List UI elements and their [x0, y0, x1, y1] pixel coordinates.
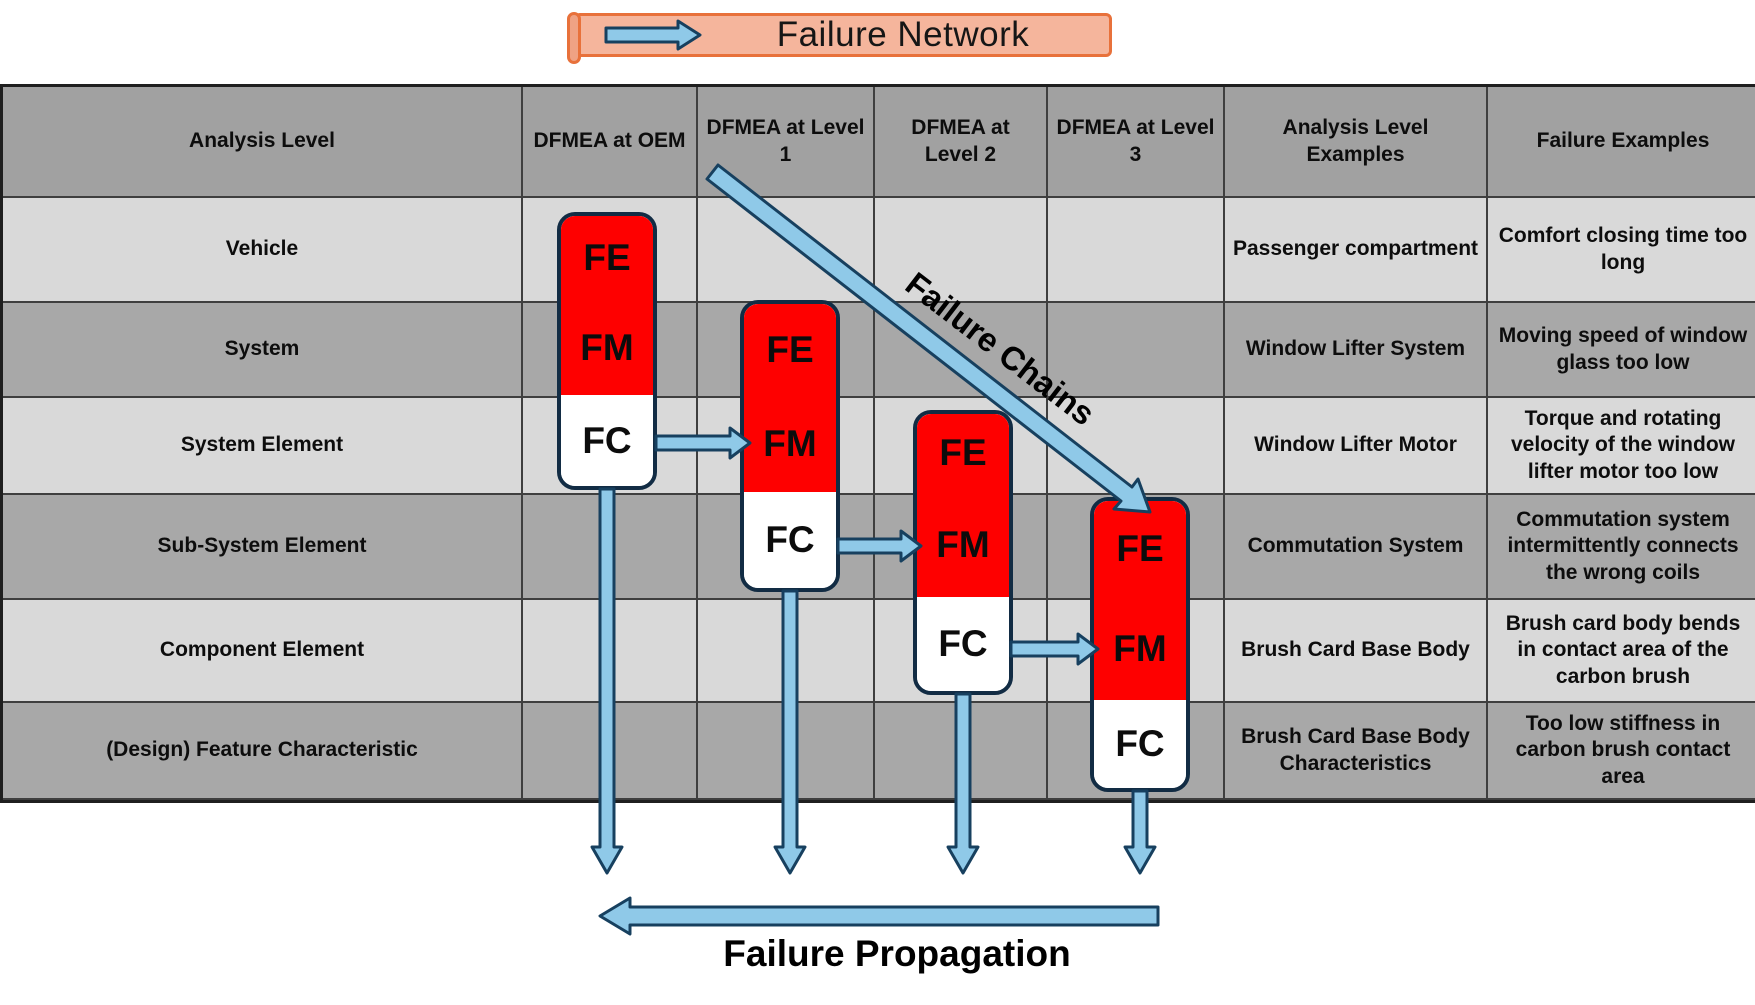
row-example: Brush Card Base Body Characteristics: [1225, 703, 1488, 800]
failure-chain-pill-level-2: FE FM FC: [913, 410, 1013, 695]
failure-chain-pill-oem: FE FM FC: [557, 212, 657, 490]
table-cell-empty: [698, 703, 875, 800]
banner-title: Failure Network: [776, 15, 1030, 54]
row-failure: Commutation system intermittently connec…: [1488, 495, 1755, 600]
failure-propagation-label: Failure Propagation: [723, 933, 1071, 974]
fc-label: FC: [765, 519, 815, 560]
scroll-tab: [567, 12, 581, 64]
fm-label: FM: [936, 523, 990, 565]
row-failure: Torque and rotating velocity of the wind…: [1488, 398, 1755, 495]
fc-label: FC: [1115, 723, 1165, 764]
col-header-dfmea-level-3: DFMEA at Level 3: [1048, 87, 1225, 198]
row-label: Component Element: [3, 600, 523, 703]
failure-cause-box: FC: [917, 597, 1009, 691]
down-arrow-level3: [1123, 789, 1157, 875]
fe-label: FE: [583, 237, 631, 278]
row-failure: Moving speed of window glass too low: [1488, 303, 1755, 398]
col-header-dfmea-oem: DFMEA at OEM: [523, 87, 698, 198]
failure-mode-box: FM: [561, 300, 653, 395]
row-example: Brush Card Base Body: [1225, 600, 1488, 703]
fe-label: FE: [1116, 528, 1164, 569]
table-cell-empty: [698, 198, 875, 303]
fc-label: FC: [938, 623, 988, 664]
col-header-dfmea-level-2: DFMEA at Level 2: [875, 87, 1048, 198]
table-cell-empty: [523, 600, 698, 703]
row-label: System Element: [3, 398, 523, 495]
failure-mode-box: FM: [1094, 597, 1186, 700]
col-header-analysis-level: Analysis Level: [3, 87, 523, 198]
failure-effect-box: FE: [1094, 501, 1186, 597]
dfmea-table: Analysis Level DFMEA at OEM DFMEA at Lev…: [0, 84, 1755, 803]
table-cell-empty: [523, 495, 698, 600]
row-label: Vehicle: [3, 198, 523, 303]
fm-label: FM: [763, 422, 817, 464]
row-failure: Too low stiffness in carbon brush contac…: [1488, 703, 1755, 800]
failure-effect-box: FE: [744, 304, 836, 395]
failure-cause-box: FC: [744, 492, 836, 588]
col-header-dfmea-level-1: DFMEA at Level 1: [698, 87, 875, 198]
failure-chain-pill-level-1: FE FM FC: [740, 300, 840, 592]
failure-effect-box: FE: [561, 216, 653, 300]
failure-cause-box: FC: [1094, 700, 1186, 788]
failure-effect-box: FE: [917, 414, 1009, 492]
fm-label: FM: [1113, 627, 1167, 669]
table-cell-empty: [1048, 198, 1225, 303]
failure-mode-box: FM: [744, 395, 836, 492]
failure-propagation-arrow-icon: [598, 896, 1160, 936]
row-example: Commutation System: [1225, 495, 1488, 600]
failure-network-banner: Failure Network: [567, 12, 1112, 64]
fc-label: FC: [582, 419, 632, 461]
row-label: System: [3, 303, 523, 398]
row-example: Window Lifter Motor: [1225, 398, 1488, 495]
row-label: (Design) Feature Characteristic: [3, 703, 523, 800]
col-header-level-examples: Analysis Level Examples: [1225, 87, 1488, 198]
row-label: Sub-System Element: [3, 495, 523, 600]
failure-cause-box: FC: [561, 395, 653, 486]
fe-label: FE: [766, 328, 814, 370]
table-cell-empty: [523, 703, 698, 800]
row-example: Window Lifter System: [1225, 303, 1488, 398]
table-cell-empty: [875, 703, 1048, 800]
row-failure: Comfort closing time too long: [1488, 198, 1755, 303]
col-header-failure-examples: Failure Examples: [1488, 87, 1755, 198]
fe-label: FE: [939, 432, 987, 473]
failure-mode-box: FM: [917, 492, 1009, 597]
fm-label: FM: [580, 326, 634, 368]
table-cell-empty: [698, 600, 875, 703]
failure-chain-pill-level-3: FE FM FC: [1090, 497, 1190, 792]
row-failure: Brush card body bends in contact area of…: [1488, 600, 1755, 703]
row-example: Passenger compartment: [1225, 198, 1488, 303]
